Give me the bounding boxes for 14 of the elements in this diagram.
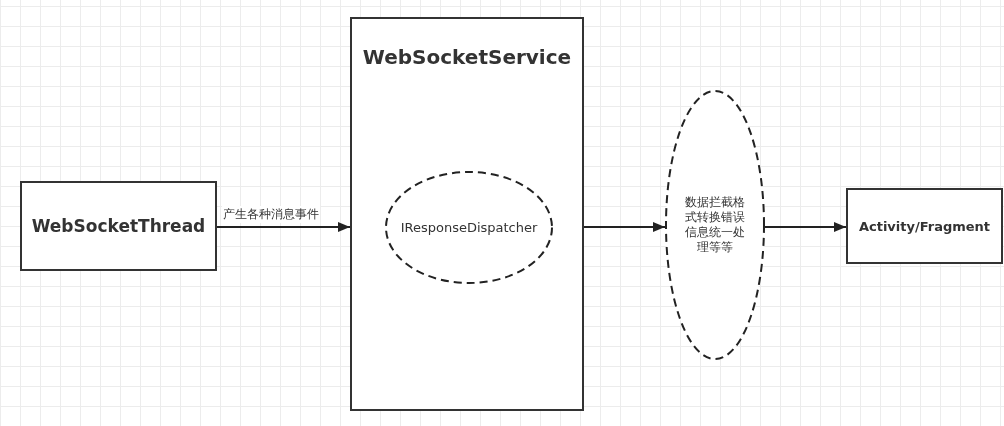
heading: WebSocketService [361,45,573,69]
node-label: IResponseDispatcher [400,220,538,235]
target-box [846,188,1003,264]
service-box [350,17,584,411]
node-label: Activity/Fragment [858,218,991,234]
edge-label: 产生各种消息事件 [222,206,320,223]
process-box [20,181,217,271]
node-label: WebSocketThread [31,216,206,236]
processing-ellipse [665,90,765,360]
arrow [216,222,351,232]
arrow [583,222,666,232]
arrow [764,222,847,232]
node-label: 数据拦截格式转换错误信息统一处理等等 [684,195,746,255]
dispatcher-ellipse [385,171,553,284]
